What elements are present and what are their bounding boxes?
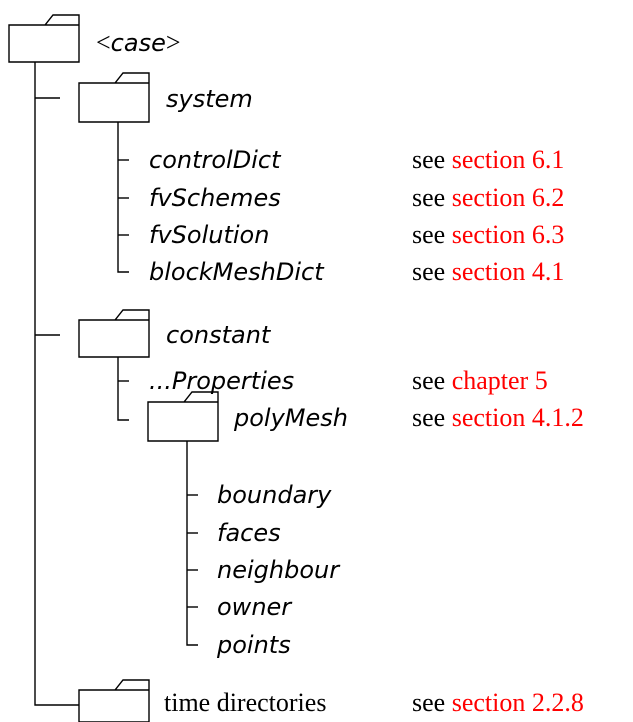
fvschemes-file: fvSchemes <box>149 184 281 212</box>
system-trunk-line <box>117 122 129 273</box>
section-4-1-link[interactable]: section 4.1 <box>451 257 565 286</box>
time-directories-label: time directories <box>164 688 327 717</box>
chapter-5-link[interactable]: chapter 5 <box>451 366 548 395</box>
section-4-1-2-link[interactable]: section 4.1.2 <box>451 403 584 432</box>
section-2-2-8-link[interactable]: section 2.2.8 <box>451 688 584 717</box>
time-folder-icon <box>78 679 150 722</box>
case-label: <case> <box>96 28 181 57</box>
fvsolution-file: fvSolution <box>149 221 270 249</box>
owner-file: owner <box>217 593 292 621</box>
properties-see: see chapter 5 <box>412 366 548 395</box>
constant-folder-icon <box>78 309 150 358</box>
case-trunk-line <box>34 62 79 706</box>
faces-file: faces <box>217 519 281 547</box>
constant-trunk-line <box>117 357 129 421</box>
case-folder-icon <box>8 14 80 63</box>
properties-file: ...Properties <box>149 367 295 395</box>
controldict-file: controlDict <box>149 146 281 174</box>
boundary-file: boundary <box>217 481 332 509</box>
controldict-see: see section 6.1 <box>412 145 565 174</box>
blockmeshdict-file: blockMeshDict <box>149 258 324 286</box>
fvsolution-see: see section 6.3 <box>412 220 565 249</box>
section-6-2-link[interactable]: section 6.2 <box>451 183 565 212</box>
polymesh-see: see section 4.1.2 <box>412 403 584 432</box>
blockmeshdict-see: see section 4.1 <box>412 257 565 286</box>
neighbour-file: neighbour <box>217 556 340 584</box>
section-6-3-link[interactable]: section 6.3 <box>451 220 565 249</box>
polymesh-folder-icon <box>147 391 219 442</box>
system-folder-label: system <box>166 85 253 113</box>
section-6-1-link[interactable]: section 6.1 <box>451 145 565 174</box>
points-file: points <box>217 631 291 659</box>
constant-folder-label: constant <box>166 321 271 349</box>
polymesh-folder-label: polyMesh <box>234 404 348 432</box>
system-folder-icon <box>78 72 150 123</box>
polymesh-trunk-line <box>186 441 198 646</box>
time-directories-see: see section 2.2.8 <box>412 688 584 717</box>
fvschemes-see: see section 6.2 <box>412 183 565 212</box>
